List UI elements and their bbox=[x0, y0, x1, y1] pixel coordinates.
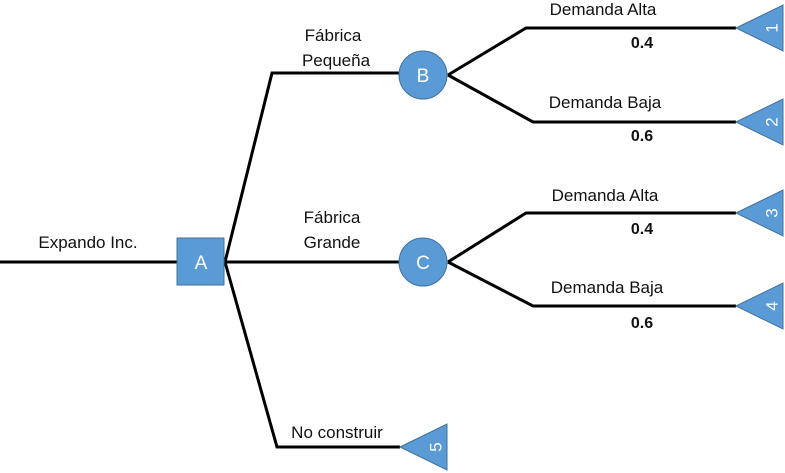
decision-node-label: A bbox=[195, 253, 208, 274]
terminal-node-4-label: 4 bbox=[762, 301, 781, 310]
terminal-node-5: 5 bbox=[398, 423, 448, 471]
chance-node-c-label: C bbox=[416, 253, 430, 274]
outcome-prob-3: 0.4 bbox=[631, 221, 653, 238]
edge-no-build bbox=[223, 261, 400, 449]
outcome-label-3: Demanda Alta bbox=[552, 186, 659, 205]
branch-label-small-line2: Pequeña bbox=[302, 51, 371, 70]
tree-edges bbox=[0, 26, 736, 449]
root-label: Expando Inc. bbox=[38, 233, 137, 252]
outcome-label-1: Demanda Alta bbox=[550, 0, 657, 19]
terminal-node-2: 2 bbox=[734, 98, 784, 146]
outcome-prob-2: 0.6 bbox=[631, 128, 653, 145]
branch-label-large-line1: Fábrica bbox=[304, 208, 361, 227]
terminal-node-5-label: 5 bbox=[426, 442, 445, 451]
outcome-label-2: Demanda Baja bbox=[549, 93, 662, 112]
branch-label-no-build: No construir bbox=[291, 423, 383, 442]
chance-node-b-label: B bbox=[417, 66, 430, 87]
terminal-node-2-label: 2 bbox=[762, 117, 781, 126]
outcome-prob-4: 0.6 bbox=[631, 315, 653, 332]
terminal-node-3: 3 bbox=[734, 189, 784, 237]
decision-node-a: A bbox=[176, 237, 225, 286]
edge-c-high-demand bbox=[447, 211, 736, 264]
branch-label-small-line1: Fábrica bbox=[305, 26, 362, 45]
edge-b-low-demand bbox=[447, 73, 736, 124]
terminal-node-4: 4 bbox=[734, 282, 784, 330]
outcome-label-4: Demanda Baja bbox=[551, 278, 664, 297]
edge-c-low-demand bbox=[447, 260, 736, 308]
terminal-node-1: 1 bbox=[734, 4, 784, 52]
chance-node-c: C bbox=[398, 237, 448, 287]
terminal-node-3-label: 3 bbox=[762, 208, 781, 217]
edge-small-factory bbox=[223, 71, 400, 263]
branch-label-large-line2: Grande bbox=[304, 233, 361, 252]
chance-node-b: B bbox=[398, 50, 448, 100]
terminal-node-1-label: 1 bbox=[762, 23, 781, 32]
outcome-prob-1: 0.4 bbox=[631, 35, 653, 52]
edge-b-high-demand bbox=[447, 26, 736, 77]
